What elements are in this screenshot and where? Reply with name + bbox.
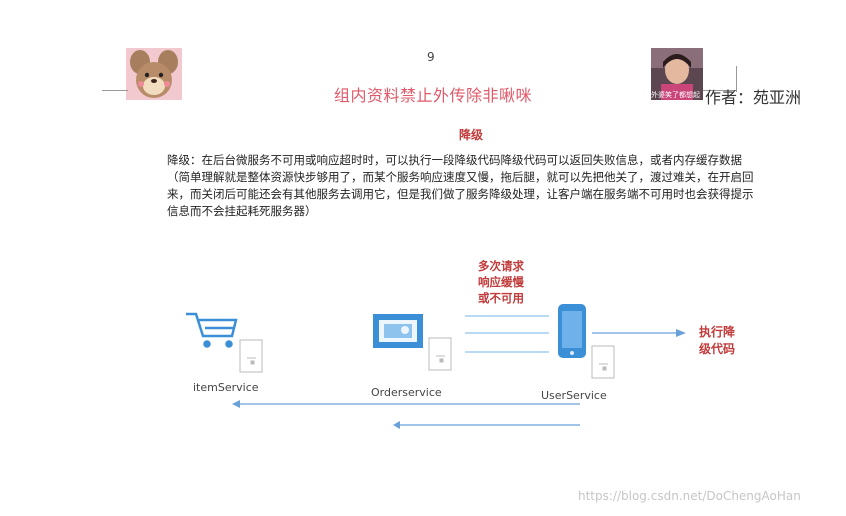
watermark-text: 组内资料禁止外传除非啾咪 [334, 86, 533, 105]
warning-line: 响应缓慢 [478, 275, 524, 289]
author-avatar [651, 48, 703, 100]
header-rule-right [703, 90, 737, 91]
order-service-label: Orderservice [371, 386, 442, 399]
cart-icon [186, 312, 238, 348]
warning-line: 多次请求 [478, 259, 524, 273]
return-arrow-head [393, 421, 400, 429]
header-rule-vertical [736, 66, 737, 92]
source-credit: https://blog.csdn.net/DoChengAoHan [578, 489, 801, 503]
server-icon [239, 339, 263, 373]
section-title: 降级 [459, 128, 484, 142]
card-icon [373, 314, 423, 348]
fallback-arrow-head [676, 329, 686, 337]
user-service-label: UserService [541, 389, 607, 402]
phone-icon [558, 304, 586, 358]
section-description: 降级：在后台微服务不可用或响应超时时，可以执行一段降级代码降级代码可以返回失败信… [167, 153, 754, 218]
header-rule-left [102, 90, 128, 91]
author-name: 作者：苑亚洲 [705, 88, 802, 107]
avatar-caption: 外婆笑了都想起 [651, 91, 700, 99]
fallback-text: 执行降 级代码 [699, 324, 735, 358]
item-service-label: itemService [193, 381, 259, 394]
page-number: 9 [427, 50, 435, 64]
server-icon [428, 337, 452, 371]
warning-line: 或不可用 [478, 291, 524, 305]
return-arrow-head [232, 400, 240, 408]
fallback-line: 级代码 [699, 342, 736, 356]
avatar [126, 48, 182, 100]
warning-text: 多次请求 响应缓慢 或不可用 [478, 258, 524, 306]
fallback-line: 执行降 [699, 325, 736, 339]
server-icon [591, 345, 615, 379]
